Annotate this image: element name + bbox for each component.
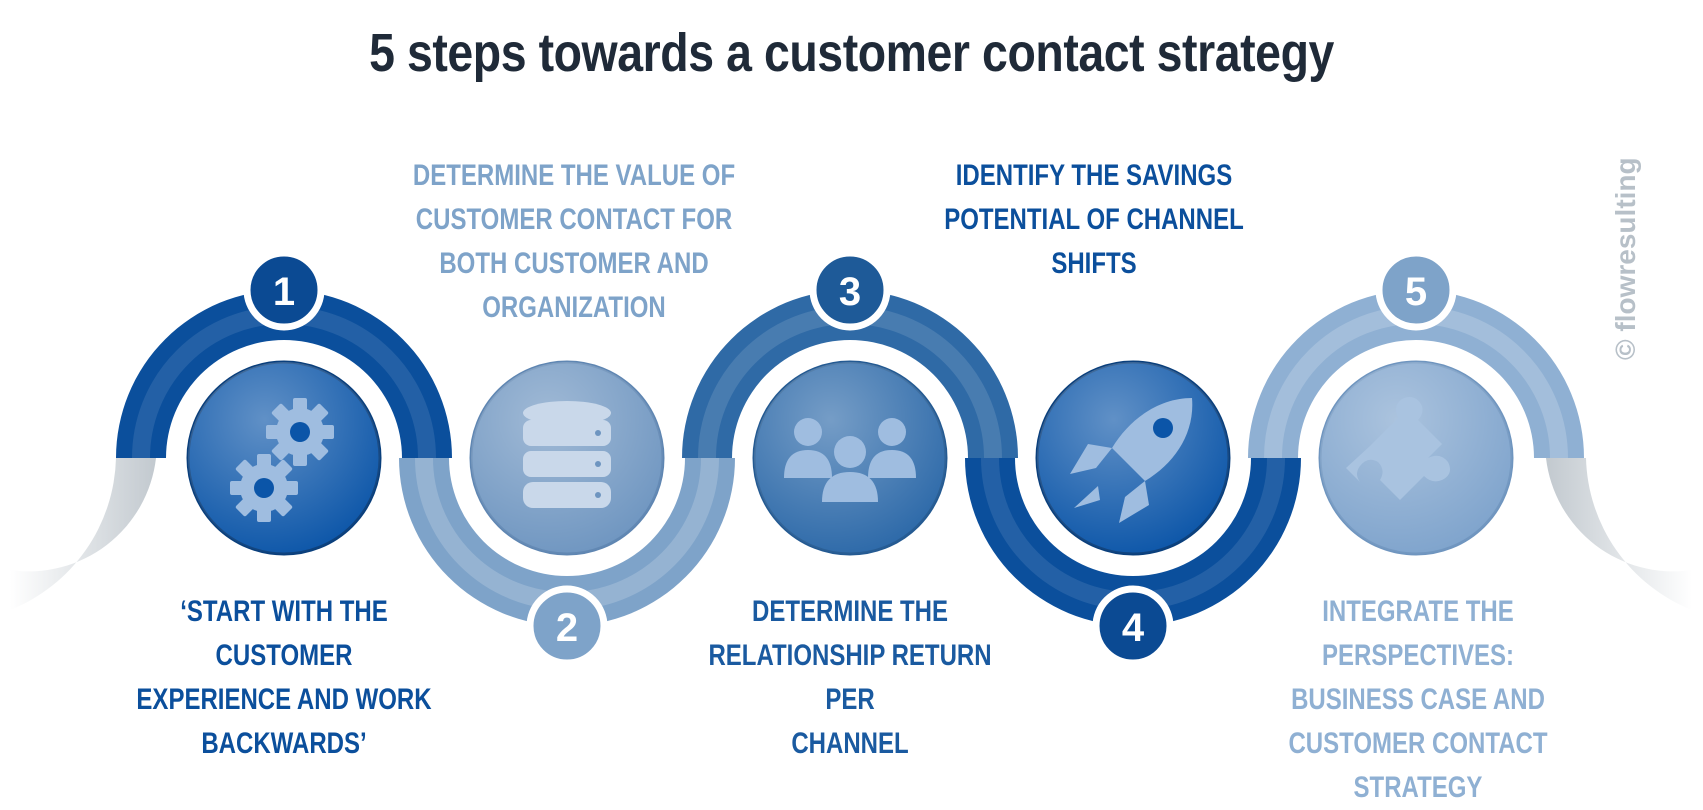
badge-5: 5 [1375, 249, 1457, 331]
step-3-line: DETERMINE THE [751, 595, 948, 628]
step-1-circle [186, 360, 382, 556]
step-5-circle [1318, 360, 1514, 556]
badge-4: 4 [1092, 585, 1174, 667]
badge-2-number: 2 [556, 606, 578, 650]
step-4-description: IDENTIFY THE SAVINGS POTENTIAL OF CHANNE… [926, 154, 1262, 286]
step-2-line: BOTH CUSTOMER AND [439, 247, 709, 280]
gears-icon [230, 398, 334, 522]
ribbon-tail-left [10, 458, 156, 610]
step-4-circle [1035, 360, 1231, 556]
step-3-line: RELATIONSHIP RETURN PER [708, 639, 992, 716]
copyright-watermark: © flowresulting [1610, 157, 1641, 360]
step-3-description: DETERMINE THE RELATIONSHIP RETURN PER CH… [682, 590, 1018, 766]
step-4-line: IDENTIFY THE SAVINGS [955, 159, 1233, 192]
step-1-line: BACKWARDS’ [201, 727, 367, 760]
step-5-description: INTEGRATE THE PERSPECTIVES: BUSINESS CAS… [1250, 590, 1586, 810]
arc-step-2 [399, 458, 735, 626]
database-icon [523, 401, 611, 508]
step-5-line: BUSINESS CASE AND [1291, 683, 1545, 716]
step-2-line: ORGANIZATION [482, 291, 666, 324]
step-2-line: CUSTOMER CONTACT FOR [415, 203, 733, 236]
people-icon [784, 418, 916, 502]
step-1-line: EXPERIENCE AND WORK [136, 683, 432, 716]
step-5-line: INTEGRATE THE PERSPECTIVES: [1321, 595, 1515, 672]
ribbon-tail-right [1546, 458, 1692, 610]
page-title: 5 steps towards a customer contact strat… [369, 23, 1334, 83]
badge-3: 3 [809, 249, 891, 331]
diagram-canvas: 1 2 3 4 5 5 steps towards a customer con… [10, 23, 1692, 804]
step-4-line: SHIFTS [1051, 247, 1137, 280]
puzzle-icon [1346, 397, 1450, 500]
step-4-line: POTENTIAL OF CHANNEL [944, 203, 1244, 236]
rocket-icon [1070, 398, 1193, 523]
step-1-description: ‘START WITH THE CUSTOMER EXPERIENCE AND … [116, 590, 452, 766]
step-5-line: CUSTOMER CONTACT STRATEGY [1288, 727, 1548, 804]
step-2-description: DETERMINE THE VALUE OF CUSTOMER CONTACT … [406, 154, 742, 330]
step-2-line: DETERMINE THE VALUE OF [412, 159, 736, 192]
arc-step-5 [1248, 290, 1584, 458]
step-1-line: ‘START WITH THE CUSTOMER [180, 595, 388, 672]
step-3-line: CHANNEL [791, 727, 909, 760]
arc-step-3 [682, 290, 1018, 458]
badge-2: 2 [526, 585, 608, 667]
step-3-circle [752, 360, 948, 556]
badge-1: 1 [243, 249, 325, 331]
step-2-circle [469, 360, 665, 556]
badge-3-number: 3 [839, 270, 861, 314]
arc-step-4 [965, 458, 1301, 626]
badge-1-number: 1 [273, 270, 295, 314]
badge-5-number: 5 [1405, 270, 1427, 314]
badge-4-number: 4 [1122, 606, 1145, 650]
ribbon-diagram: 1 2 3 4 5 [10, 249, 1692, 667]
arc-step-1 [116, 290, 452, 458]
